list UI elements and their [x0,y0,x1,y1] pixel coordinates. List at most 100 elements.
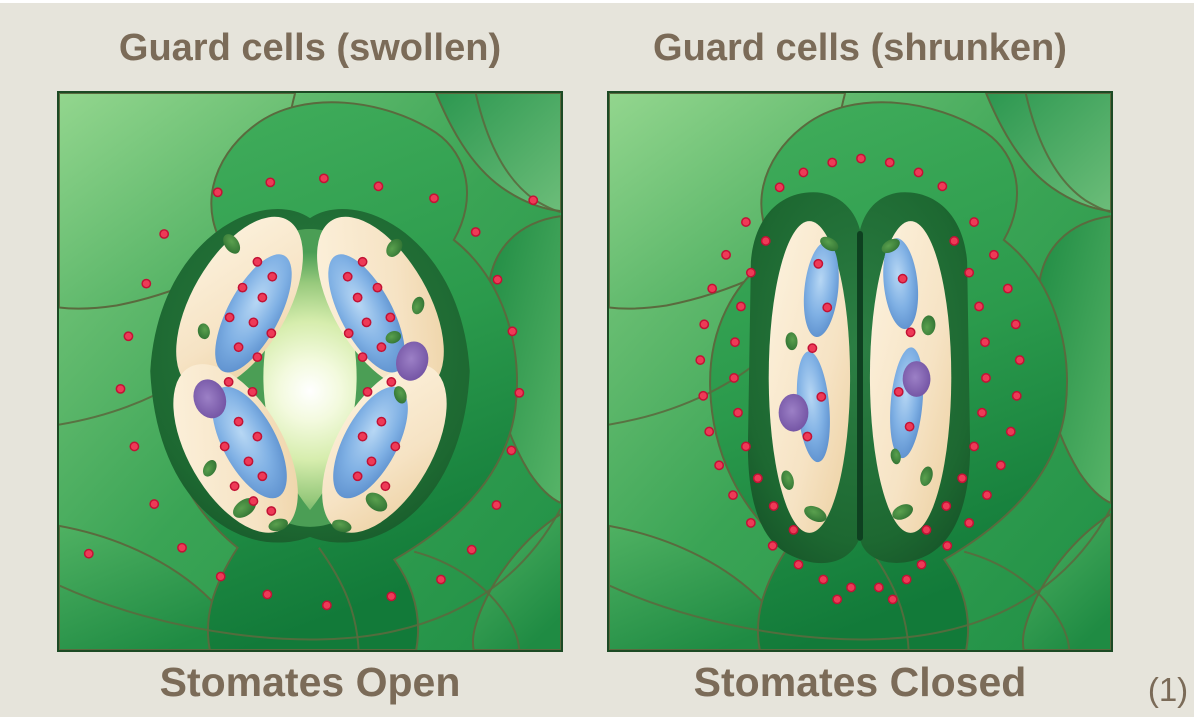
ions-outside-open [83,173,539,611]
stoma-complex-open [150,209,470,543]
ion-dot [873,582,884,593]
ion-dot [707,283,718,294]
panel-stomate-closed [607,91,1113,652]
ion-dot [507,326,518,337]
ion-dot [470,227,481,237]
diagram-stomate-closed [609,93,1111,650]
ion-dot [818,574,829,585]
ion-dot [252,352,263,363]
ion-dot [827,157,838,168]
ion-dot [265,177,276,188]
ion-dot [1010,319,1021,330]
ion-dot [357,256,368,267]
ion-dot [1014,355,1025,365]
ion-dot [380,481,391,492]
ion-dot [760,236,771,246]
ions-inside-closed [802,258,916,442]
ion-dot [752,473,763,484]
ion-dot [977,407,987,418]
ion-dot [373,181,384,192]
ion-dot [528,195,539,206]
ion-dot [352,292,363,303]
ion-dot [252,256,263,267]
ion-dot [492,274,503,285]
ion-dot [366,456,377,467]
ion-dot [901,574,912,585]
ions-inside-open [219,256,401,516]
ion-dot [813,258,824,269]
ion-dot [266,506,277,516]
ion-dot [352,471,363,482]
ion-dot [257,471,268,482]
ion-dot [436,574,446,585]
ion-dot [768,501,779,511]
ion-dot [1002,283,1013,294]
ion-dot [141,278,152,289]
ion-dot [969,441,980,452]
ion-dot [816,391,827,402]
nucleus-left [778,393,809,432]
ion-dot [237,282,248,293]
ion-dot [974,301,984,312]
ion-dot [212,187,223,198]
ion-dot [941,501,952,511]
ion-dot [995,460,1006,471]
ion-dot [788,524,799,535]
ion-dot [937,181,948,192]
ion-dot [223,377,234,387]
ion-dot [729,373,739,383]
ion-dot [1005,426,1016,437]
ion-dot [318,173,329,184]
ion-dot [802,431,813,442]
ion-dot [342,271,353,282]
ion-dot [969,217,980,227]
ion-dot [224,312,235,323]
ion-dot [730,337,740,348]
diagram-stomate-open [59,93,561,650]
ion-dot [884,157,895,168]
ion-dot [774,182,785,193]
ion-dot [215,571,226,582]
ion-dot [159,229,170,239]
ion-dot [798,167,809,178]
ion-dot [248,317,259,328]
ion-dot [745,267,756,278]
ion-dot [957,473,968,484]
ion-dot [897,273,908,284]
ion-dot [893,386,904,397]
ion-dot [357,352,368,363]
figure-canvas: Guard cells (swollen) Guard cells (shrun… [0,3,1194,717]
ion-dot [942,540,953,551]
ion-dot [362,386,373,397]
caption-stomates-closed: Stomates Closed [693,659,1027,705]
ion-dot [229,481,240,492]
citation-number: (1) [1147,671,1189,708]
ion-dot [964,517,975,528]
ion-dot [982,490,992,501]
nucleus-right [396,341,429,381]
ion-dot [357,431,368,442]
nucleus-left [193,379,227,419]
ion-dot [252,431,263,442]
ion-dot [385,312,396,323]
ion-dot [247,386,258,397]
ion-dot [704,426,715,437]
ion-dot [115,383,126,394]
ion-dot [257,292,268,303]
ion-dot [83,548,94,559]
ion-dot [262,589,273,600]
ion-dot [721,249,731,260]
ion-dot [466,544,477,555]
ion-dot [219,441,230,452]
ion-dot [989,249,999,260]
chloroplasts [781,236,936,523]
ion-dot [376,416,387,427]
ion-dot [386,591,397,602]
ion-dot [980,337,990,348]
ion-dot [243,456,254,467]
ion-dot [233,416,244,427]
title-guard-cells-swollen: Guard cells (swollen) [118,27,502,69]
ion-dot [361,317,372,328]
ion-dot [964,267,975,278]
ion-dot [807,343,818,354]
